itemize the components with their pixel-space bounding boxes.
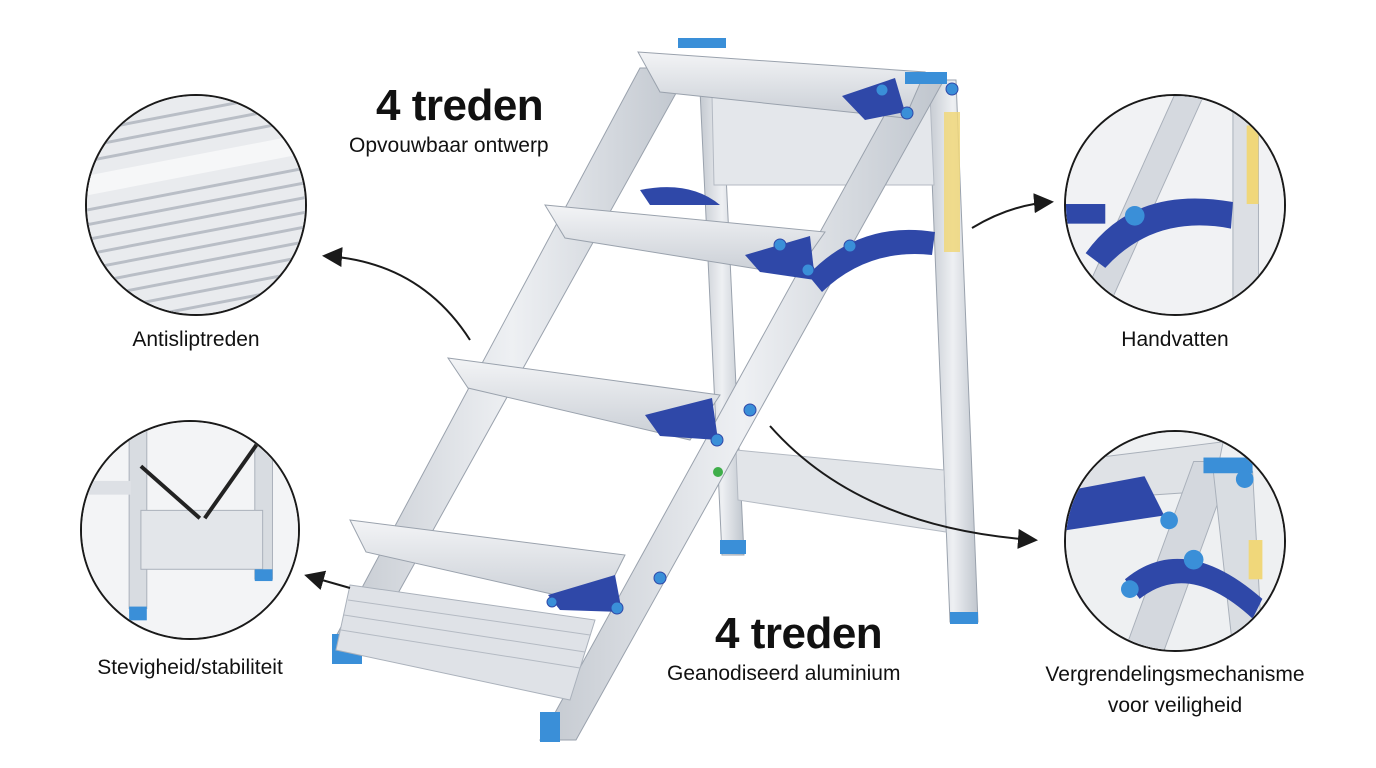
headline-bottom-title: 4 treden [715,609,883,658]
label-antislip: Antisliptreden [132,328,260,351]
headline-top-title: 4 treden [376,81,544,130]
tread-1 [544,187,826,280]
stability-detail-circle [80,420,300,640]
label-stability: Stevigheid/stabiliteit [97,656,283,679]
headline-top-subtitle: Opvouwbaar ontwerp [349,134,549,157]
tread-2 [446,357,721,441]
rear-legs [699,79,979,624]
handles-detail-circle [1064,94,1286,316]
label-lock-line1: Vergrendelingsmechanisme [1045,663,1305,686]
antislip-detail-circle [85,94,307,316]
handle-arm [808,229,935,292]
label-lock-line2: voor veiligheid [1107,694,1243,717]
tread-3 [349,519,626,612]
headline-bottom-subtitle: Geanodiseerd aluminium [667,662,901,685]
label-handles: Handvatten [1121,328,1229,351]
lock-mechanism-detail-circle [1064,430,1286,652]
top-platform [637,38,947,120]
